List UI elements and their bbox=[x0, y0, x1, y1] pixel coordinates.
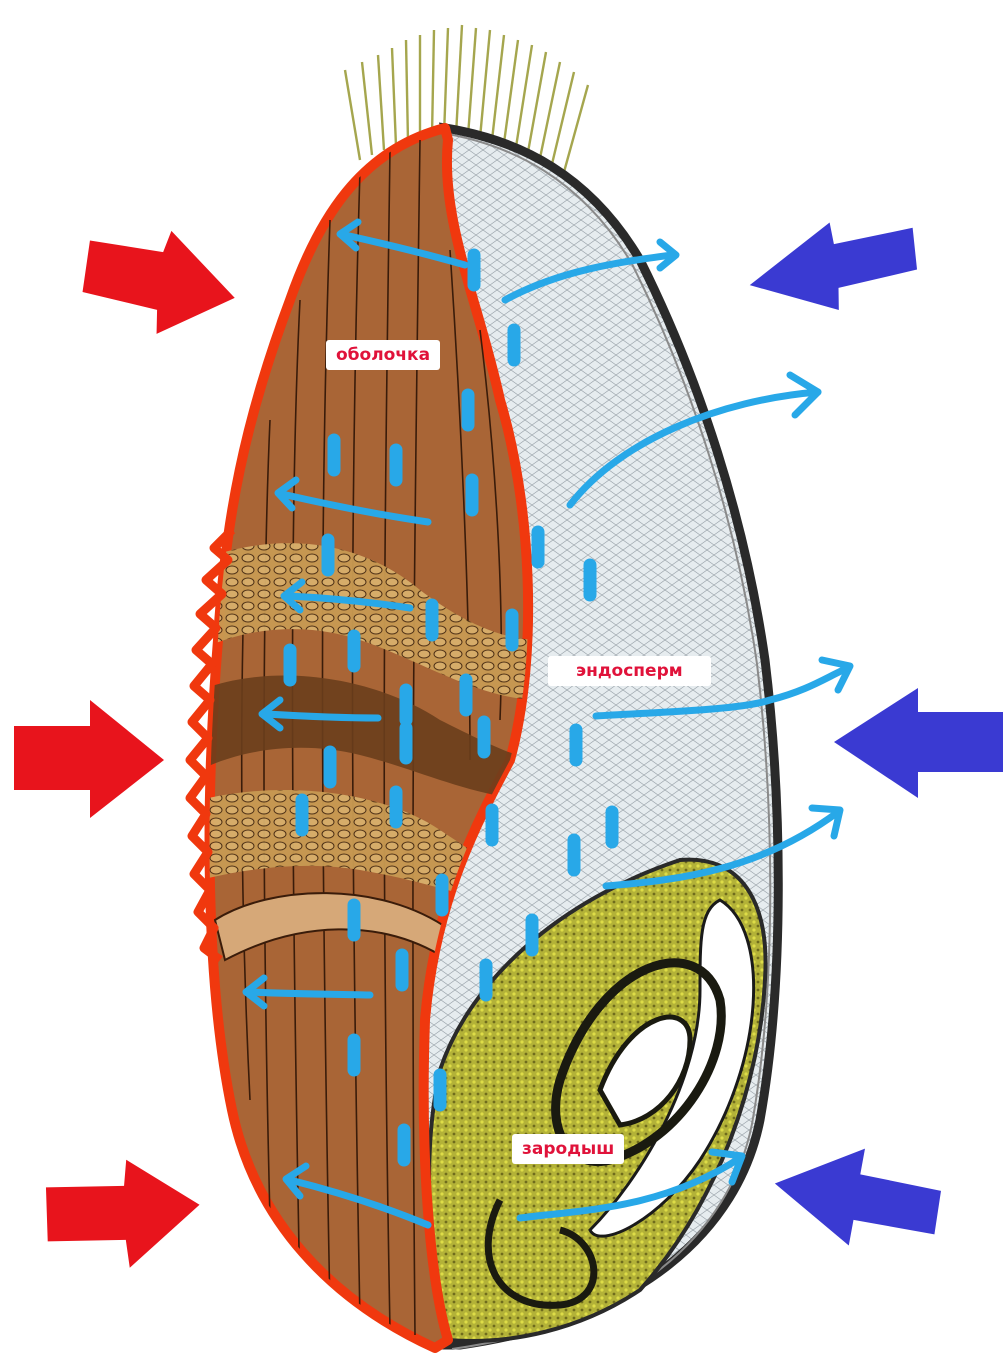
cold-arrows bbox=[744, 214, 1003, 1255]
embryo-label: зародыш bbox=[512, 1134, 624, 1164]
cold-arrow bbox=[834, 688, 1003, 798]
cold-arrow bbox=[769, 1140, 944, 1255]
shell-label: оболочка bbox=[326, 340, 440, 370]
flow-arrow bbox=[266, 714, 378, 718]
cold-arrow bbox=[744, 214, 920, 319]
endosperm-label: эндосперм bbox=[548, 656, 711, 686]
heat-arrow bbox=[79, 222, 241, 341]
heat-arrow bbox=[14, 700, 164, 818]
flow-arrow bbox=[250, 992, 370, 995]
heat-arrow bbox=[42, 1155, 203, 1273]
